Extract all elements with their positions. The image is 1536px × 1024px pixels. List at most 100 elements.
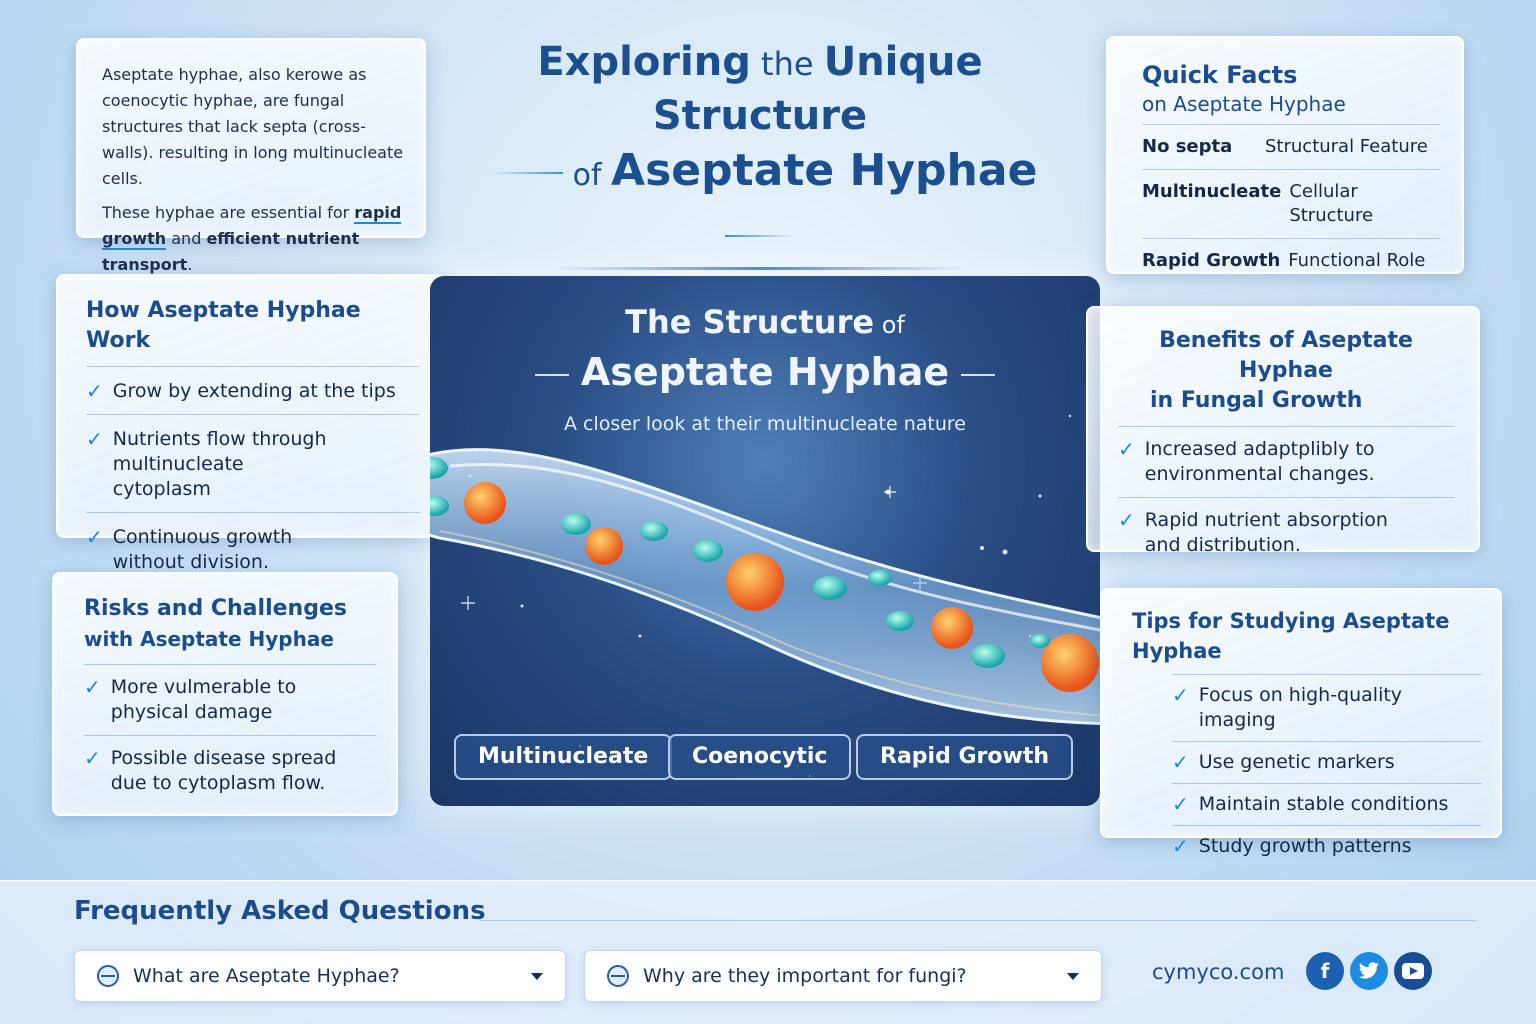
hypha-illustration [430,448,1100,726]
youtube-icon[interactable] [1394,952,1432,990]
list-item: ✓ Continuous growth without division. [86,525,420,575]
list-item: ✓ Focus on high-quality imaging [1132,683,1482,733]
nuclei [430,457,1100,692]
list-item-text: Continuous growth without division. [112,526,293,573]
risks-title-line-2: with Aseptate Hyphae [84,627,334,651]
fact-key: Multinucleate [1142,181,1282,202]
title-word-the: the [750,45,824,83]
quick-facts-card: Quick Facts on Aseptate Hyphae No septa … [1106,36,1464,274]
list-item-text: Use genetic markers [1198,751,1395,773]
page-title: Exploring the Unique Structure of Asepta… [440,36,1080,270]
divider [86,512,420,513]
title-dash-left [492,172,563,174]
list-item: ✓ Study growth patterns [1132,834,1482,859]
list-item-text: Focus on high-quality imaging [1198,684,1403,731]
benefits-card: Benefits of Aseptate Hyphae in Fungal Gr… [1086,306,1480,556]
divider [86,414,420,415]
divider [84,735,376,736]
fact-row: Multinucleate Cellular Structure [1142,169,1440,238]
facebook-icon[interactable]: f [1306,952,1344,990]
panel-title-structure: The Structure [625,303,875,341]
list-item-text: Nutrients flow through multinucleate cyt… [112,428,327,500]
list-item: ✓ Maintain stable conditions [1132,792,1482,817]
how-it-works-card: How Aseptate Hyphae Work ✓ Grow by exten… [56,274,444,573]
list-item: ✓ Use genetic markers [1132,750,1482,775]
fact-value: Cellular Structure [1289,181,1374,226]
title-line-2: of Aseptate Hyphae [440,142,1080,263]
list-item-text: Rapid nutrient absorption and distributi… [1144,509,1388,556]
check-icon: ✓ [86,379,103,403]
check-icon: ✓ [1172,792,1189,816]
title-word-exploring: Exploring [537,39,751,85]
twitter-icon[interactable] [1350,952,1388,990]
fact-key: No septa [1142,136,1233,157]
list-item: ✓ More vulmerable to physical damage [84,675,376,725]
panel-dash-left [534,373,569,376]
list-item: ✓ Possible disease spread due to cytopla… [84,746,376,796]
benefits-title-line-2: in Fungal Growth [1150,388,1363,413]
tag-coenocytic[interactable]: Coenocytic [668,734,852,780]
intro-text-start: These hyphae are essential for [102,203,350,222]
risks-card: Risks and Challenges with Aseptate Hypha… [52,572,398,816]
title-line-1: Exploring the Unique Structure [440,36,1080,142]
check-icon: ✓ [84,746,101,770]
divider [84,664,376,665]
check-icon: ✓ [86,525,103,549]
list-item: ✓ Increased adaptplibly to environmental… [1118,437,1454,487]
site-link[interactable]: cymyco.com [1152,960,1285,984]
divider [1172,783,1482,784]
intro-bold: efficient nutrient transport [102,229,360,274]
title-word-unique: Unique Structure [652,39,983,139]
risks-title-line-1: Risks and Challenges [84,596,347,621]
intro-text-end: . [187,255,193,274]
list-item-text: More vulmerable to physical damage [110,676,297,723]
faq-question-text: What are Aseptate Hyphae? [133,965,400,987]
divider [1172,825,1482,826]
how-title: How Aseptate Hyphae Work [86,298,361,353]
check-icon: ✓ [1118,437,1135,461]
check-icon: ✓ [1172,683,1189,707]
structure-panel: The Structure of Aseptate Hyphae A close… [430,276,1100,806]
intro-text: Aseptate hyphae, also kerowe as coenocyt… [102,65,404,188]
fact-value: Structural Feature [1265,136,1428,157]
title-word-of: of [572,158,612,193]
title-word-hyphae: Aseptate Hyphae [611,145,1038,196]
globe-icon [607,965,629,987]
panel-dash-right [961,373,996,376]
title-underline [550,267,970,270]
divider [1172,674,1482,675]
panel-subtitle: A closer look at their multinucleate nat… [564,413,966,435]
title-dash-right [725,235,795,237]
quick-facts-subtitle: on Aseptate Hyphae [1142,92,1346,116]
quick-facts-title: Quick Facts [1142,61,1298,89]
faq-question-1[interactable]: What are Aseptate Hyphae? [74,950,566,1002]
tag-rapid-growth[interactable]: Rapid Growth [856,734,1074,780]
fact-value: Functional Role [1288,250,1426,271]
tag-multinucleate[interactable]: Multinucleate [454,734,673,780]
intro-card: Aseptate hyphae, also kerowe as coenocyt… [76,38,426,274]
faq-question-2[interactable]: Why are they important for fungi? [584,950,1102,1002]
tips-card: Tips for Studying Aseptate Hyphae ✓ Focu… [1100,588,1502,858]
divider [1118,426,1454,427]
rapid-growth-link[interactable]: rapid growth [102,203,402,250]
fact-row: Rapid Growth Functional Role [1142,238,1440,283]
list-item-text: Maintain stable conditions [1198,793,1449,815]
check-icon: ✓ [1172,750,1189,774]
list-item-text: Increased adaptplibly to environmental c… [1144,438,1375,485]
chevron-down-icon[interactable] [531,973,543,980]
faq-question-text: Why are they important for fungi? [643,965,967,987]
panel-title-line-1: The Structure of [430,300,1100,347]
chevron-down-icon[interactable] [1067,973,1079,980]
benefits-title-line-1: Benefits of Aseptate Hyphae [1159,328,1413,383]
intro-text-2: These hyphae are essential for rapid gro… [102,200,406,278]
list-item: ✓ Grow by extending at the tips [86,379,420,404]
list-item-text: Study growth patterns [1198,835,1412,857]
faq-divider [480,920,1476,921]
intro-text-mid: and [166,229,207,248]
panel-heading: The Structure of Aseptate Hyphae A close… [430,300,1100,439]
list-item-text: Possible disease spread due to cytoplasm… [110,747,337,794]
divider [1118,497,1454,498]
check-icon: ✓ [84,675,101,699]
check-icon: ✓ [1172,834,1189,858]
list-item-text: Grow by extending at the tips [112,380,396,402]
